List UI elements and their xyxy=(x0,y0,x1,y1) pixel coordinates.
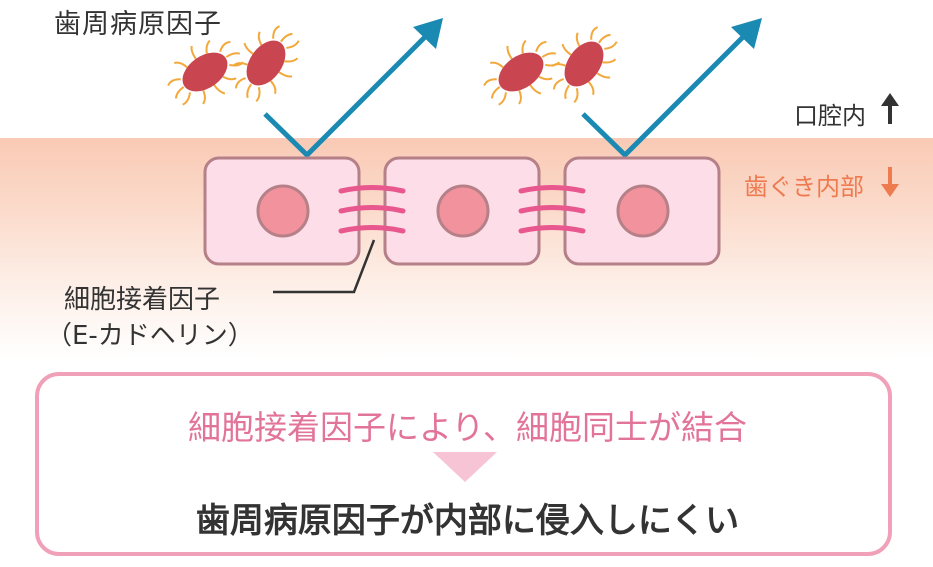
bacterium-4 xyxy=(551,26,618,104)
summary-box: 細胞接着因子により、細胞同士が結合 歯周病原因子が内部に侵入しにくい xyxy=(35,372,892,556)
bacterium-2 xyxy=(233,25,300,103)
bacterium-1 xyxy=(167,39,245,106)
summary-result-text: 歯周病原因子が内部に侵入しにくい xyxy=(195,501,740,541)
deflection-arrow-2 xyxy=(581,30,750,159)
down-triangle-icon xyxy=(433,452,497,482)
cell-nucleus-3 xyxy=(616,184,670,238)
cadherin-sublabel: （E-カドヘリン） xyxy=(46,321,254,351)
gum-down-arrow-icon xyxy=(881,167,899,197)
cadherin-bond-2 xyxy=(518,185,586,234)
oral-cavity-label: 口腔内 xyxy=(794,102,866,130)
gum-inside-label: 歯ぐき内部 xyxy=(744,173,864,201)
cadherin-bond-1 xyxy=(338,185,406,234)
pathogen-label: 歯周病原因子 xyxy=(54,9,222,40)
diagram-canvas xyxy=(167,18,899,294)
deflection-arrowhead-2 xyxy=(731,18,762,49)
cadherin-leader-line xyxy=(273,239,376,294)
deflection-arrow-1 xyxy=(263,30,432,159)
deflection-arrowhead-1 xyxy=(413,18,443,49)
oral-up-arrow-icon xyxy=(881,93,899,124)
cell-nucleus-2 xyxy=(436,184,490,238)
summary-cause-text: 細胞接着因子により、細胞同士が結合 xyxy=(187,408,748,447)
cell-nucleus-1 xyxy=(256,184,310,238)
cadherin-label: 細胞接着因子 xyxy=(64,285,221,315)
bacterium-3 xyxy=(483,39,561,106)
